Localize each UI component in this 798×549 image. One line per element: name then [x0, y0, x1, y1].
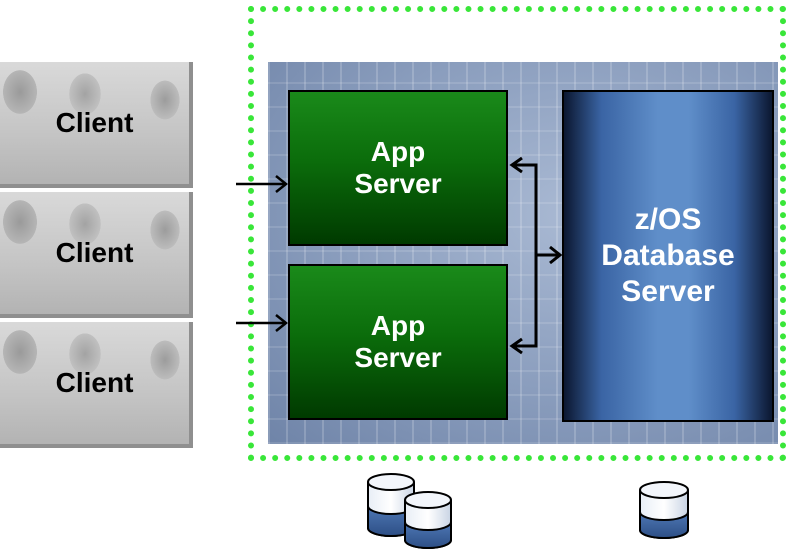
database-cylinder-icon	[404, 491, 452, 549]
app-server-label: App Server	[354, 136, 441, 200]
client-label: Client	[55, 107, 134, 138]
client-node-3: Client	[0, 322, 193, 448]
client-label: Client	[55, 237, 134, 268]
app-server-label-line2: Server	[354, 342, 442, 373]
client-to-app-arrow-1	[236, 175, 289, 193]
app-to-database-connector	[509, 156, 563, 355]
client-label: Client	[55, 367, 134, 398]
database-cylinder-icon	[639, 481, 689, 539]
database-server: z/OS Database Server	[562, 90, 774, 422]
client-to-app-arrow-2	[236, 314, 289, 332]
database-cylinder-icon	[367, 473, 415, 537]
database-server-label: z/OS Database Server	[601, 202, 734, 310]
app-server-label-line1: App	[370, 310, 426, 341]
database-label-line1: z/OS	[634, 203, 702, 236]
client-node-2: Client	[0, 192, 193, 318]
app-server-label-line2: Server	[354, 168, 442, 199]
app-server-label: App Server	[354, 310, 441, 374]
database-label-line3: Server	[621, 275, 715, 308]
database-label-line2: Database	[601, 239, 735, 272]
system-boundary	[248, 6, 786, 461]
client-node-1: Client	[0, 62, 193, 188]
app-server-label-line1: App	[370, 136, 426, 167]
app-server-2: App Server	[288, 264, 508, 420]
app-server-1: App Server	[288, 90, 508, 246]
